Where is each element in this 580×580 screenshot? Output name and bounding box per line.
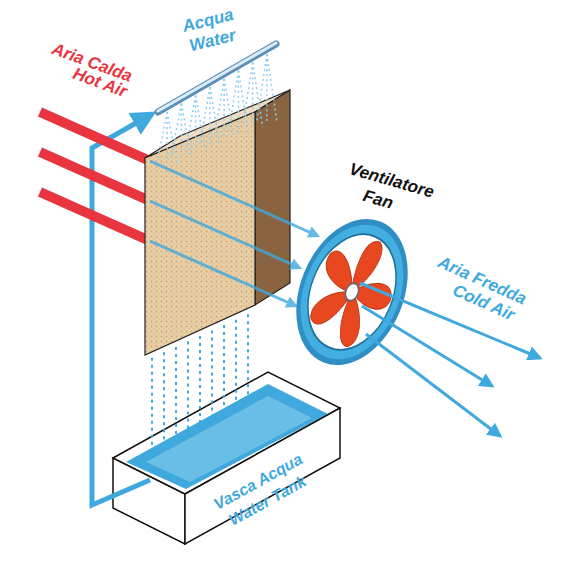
feed-pipe <box>92 114 152 505</box>
fan <box>276 202 429 382</box>
air-flow-through-pad <box>150 161 318 306</box>
water-tank <box>113 372 340 544</box>
cooling-pad <box>145 90 290 355</box>
water-spray <box>157 54 277 163</box>
label-text: Fan <box>361 187 395 212</box>
hot-air-arrows <box>40 112 150 241</box>
spray-bar <box>158 43 276 112</box>
